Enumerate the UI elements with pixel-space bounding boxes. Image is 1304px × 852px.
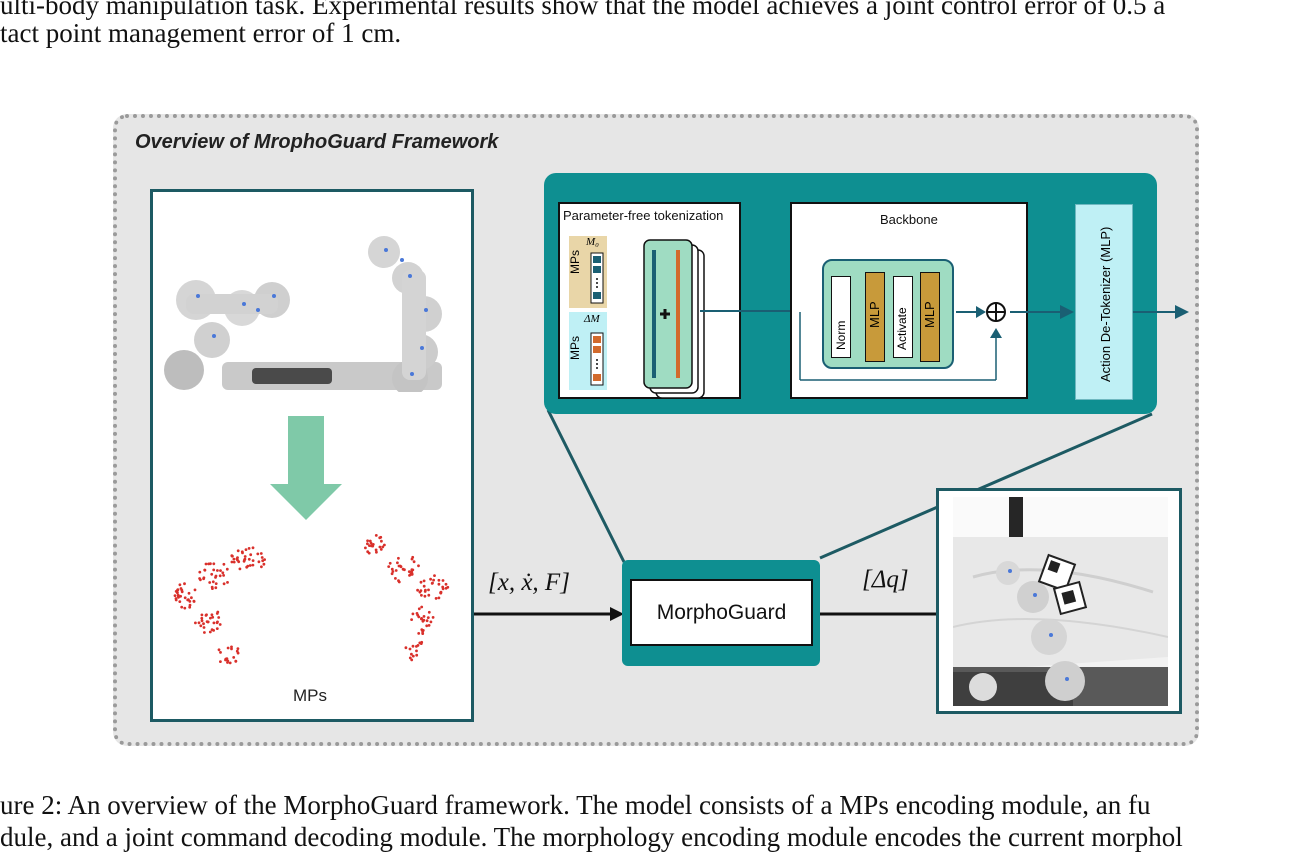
mps-token-label-bottom: MPs <box>568 336 582 360</box>
input-arrow-icon <box>474 607 624 621</box>
m0-vector-icon <box>590 252 604 304</box>
mps-label: MPs <box>293 686 327 705</box>
figure-title: Overview of MrophoGuard Framework <box>135 131 499 153</box>
result-photo <box>953 497 1168 706</box>
m0-label: M₀ <box>586 236 599 248</box>
robot-photo <box>162 230 454 392</box>
activate-layer <box>893 276 913 358</box>
output-arrow-icon <box>820 607 950 621</box>
backbone-to-detokenizer-arrow-icon <box>1010 305 1074 319</box>
mps-token-label-top: MPs <box>568 250 582 274</box>
input-math-label: [x, ẋ, F] <box>488 569 570 596</box>
backbone-title: Backbone <box>880 212 938 227</box>
caption-line-1: ure 2: An overview of the MorphoGuard fr… <box>0 790 1151 820</box>
body-text-line-1: ulti-body manipulation task. Experimenta… <box>0 0 1166 20</box>
residual-connection-icon <box>799 302 1006 381</box>
down-arrow-icon <box>270 416 342 520</box>
detokenizer-label: Action De-Tokenizer (MLP) <box>1098 226 1113 382</box>
mlp-layer-2 <box>920 272 940 362</box>
morphoguard-box: MorphoGuard <box>630 579 813 646</box>
token-stack-icon <box>643 239 705 399</box>
zoom-connector-lines <box>546 409 1153 563</box>
output-math-label: [Δq] <box>862 566 909 593</box>
detokenizer-block <box>1075 204 1133 400</box>
mlp-layer-1 <box>865 272 885 362</box>
dm-vector-icon <box>590 332 604 386</box>
detokenizer-output-arrow-icon <box>1133 305 1189 319</box>
body-text-line-2: tact point management error of 1 cm. <box>0 18 402 48</box>
mps-point-cloud <box>164 525 458 679</box>
tokenization-title: Parameter-free tokenization <box>563 208 724 223</box>
norm-layer <box>831 276 851 358</box>
dm-label: ΔM <box>584 313 600 325</box>
caption-line-2: dule, and a joint command decoding modul… <box>0 822 1183 852</box>
